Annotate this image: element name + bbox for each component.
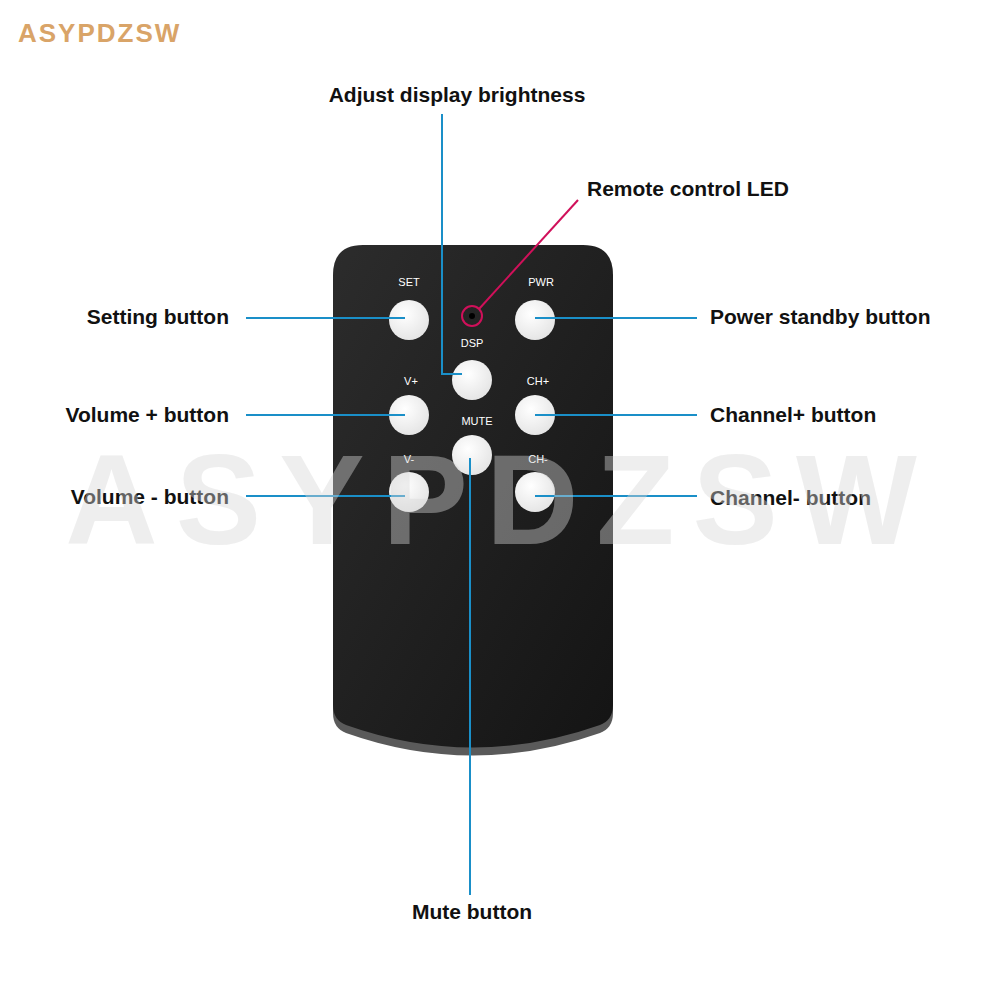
callout-label: Channel- button [710, 486, 871, 509]
button-label: V+ [404, 375, 418, 387]
callout-label: Remote control LED [587, 177, 789, 200]
mute-button [452, 435, 492, 475]
led [469, 313, 475, 319]
button-label: CH+ [527, 375, 549, 387]
leader-line [442, 114, 462, 374]
button-label: SET [398, 276, 419, 288]
led-leader-line [479, 200, 578, 309]
button-label: DSP [461, 337, 484, 349]
callout-label: Volume + button [65, 403, 229, 426]
vol-down-button [389, 472, 429, 512]
callout-label: Channel+ button [710, 403, 876, 426]
button-label: V- [404, 453, 414, 465]
leader-line [246, 495, 405, 497]
leader-line [535, 495, 697, 497]
dsp-button [452, 360, 492, 400]
callout-label: Volume - button [71, 485, 229, 508]
callout-label: Adjust display brightness [329, 83, 586, 106]
button-label: CH- [528, 453, 548, 465]
pwr-button [515, 300, 555, 340]
leader-line [469, 458, 471, 895]
leader-line [246, 317, 405, 319]
brand-logo: ASYPDZSW [18, 19, 181, 48]
leader-line [535, 317, 697, 319]
set-button [389, 300, 429, 340]
callout-label: Mute button [412, 900, 532, 923]
leader-line [246, 414, 405, 416]
buttons [389, 300, 555, 512]
button-label: MUTE [461, 415, 492, 427]
callout-label: Setting button [87, 305, 229, 328]
leader-line [535, 414, 697, 416]
ch-down-button [515, 472, 555, 512]
callout-label: Power standby button [710, 305, 931, 328]
leader-lines [246, 114, 697, 895]
button-label: PWR [528, 276, 554, 288]
